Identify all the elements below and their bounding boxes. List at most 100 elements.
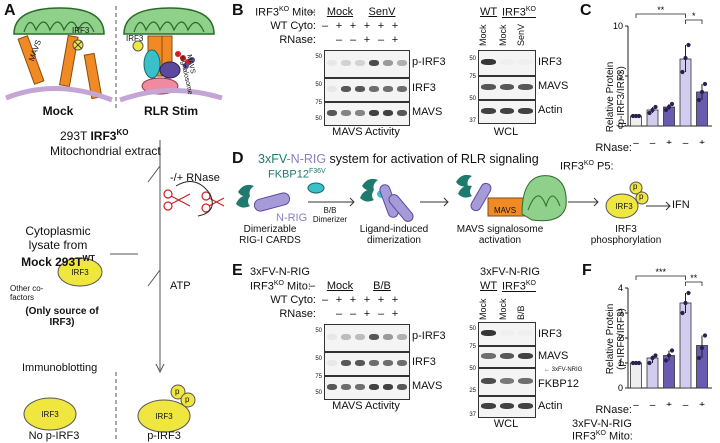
d-p-1: p [633,182,638,191]
b-mito-mock: Mock [326,6,354,18]
irf3-icon [132,40,144,52]
b-blot-irf3 [324,78,410,102]
y-tick-label: 2 [618,333,623,343]
b-wcl-lane: SenV [516,23,526,46]
lane-sign: + [363,294,371,306]
blot-band [481,84,496,90]
sig-label: * [692,11,696,21]
e-row-rnase: RNase: [279,308,316,320]
blot-band [355,60,365,66]
d-mito-icon [521,175,567,222]
lane-sign: + [363,308,371,320]
blot-band [397,384,407,390]
blot-band [341,360,351,366]
e-wcl-label-irf3: IRF3 [538,328,562,340]
d-phospho-icon [635,191,649,205]
dimerizer-icon [307,182,325,194]
b-wcl-label-mavs: MAVS [538,80,569,92]
data-point [650,107,655,113]
e-wcl-lane: B/B [516,305,526,320]
b-wcl-mw: 37 [469,118,476,124]
panel-a-diagram [5,6,225,440]
lane-sign: + [391,294,399,306]
blot-band [369,110,379,116]
blot-band [518,378,533,384]
blot-band [369,334,379,340]
c-mito-label: IRF3KO P5: [560,160,614,173]
sig-label: ** [690,273,698,283]
phospho-p-1: p [175,387,180,396]
e-mw: 50 [315,328,322,334]
e-mito-bb: B/B [373,280,391,292]
x-rnase-label: + [666,138,672,144]
blot-band [355,334,365,340]
other-cofactors-label: Other co-factors [10,284,44,302]
blot-band [341,110,351,116]
data-point [630,360,636,366]
data-point [633,360,639,366]
e-wcl-mw: 25 [469,388,476,394]
e-wcl-construct: 3xFV-N-RIG [480,266,540,278]
d-phospho-icon [629,181,643,195]
mock-mitochondrion-icon [13,7,105,35]
bar [679,302,692,389]
b-mito-senv: SenV [368,6,396,18]
mavs-rod-icon [17,35,45,85]
e-wcl-mw: 37 [469,412,476,418]
data-point [666,353,672,358]
x-rnase-label: – [650,138,656,144]
d-title: 3xFV-N-RIG system for activation of RLR … [258,152,539,166]
lane-sign: – [349,308,357,320]
blot-band [481,330,496,336]
lane-sign: + [377,294,385,306]
lane-sign: + [349,294,357,306]
lane-sign: + [363,20,371,32]
e-blot-label-p-irf3: p-IRF3 [412,330,446,342]
data-point [633,113,639,119]
x-rnase-label: + [699,138,705,144]
b-blot-label-irf3: IRF3 [412,82,436,94]
d-fkbp-label: FKBP12F36V [268,168,326,181]
blot-band [481,353,496,359]
e-wcl-blot-mavs [478,346,536,368]
e-wcl-wt: WT [480,280,498,292]
dimerized-fkbp-icon [360,178,378,202]
irf3-blob-icon [57,257,103,287]
data-point [686,290,691,296]
lane-sign: + [377,20,385,32]
blot-band [518,330,533,336]
b-wcl-caption: WCL [493,126,519,138]
blot-band [518,84,533,90]
no-p-irf3-label: No p-IRF3 [28,430,80,442]
blot-band [355,360,365,366]
blot-band [327,86,337,92]
b-wcl-label-irf3: IRF3 [538,56,562,68]
blot-band [518,108,533,114]
f-rnase-label: RNase: [595,404,632,416]
e-blot-label-mavs: MAVS [412,380,443,392]
data-point [647,110,652,116]
data-point [663,107,669,113]
y-tick-label: 1 [618,358,623,368]
b-mw: 75 [315,100,322,106]
blot-band [369,86,379,92]
b-wcl-blot-mavs [478,76,536,100]
no-p-irf3-icon [23,397,77,431]
e-wcl-caption: WCL [493,418,519,430]
lane-sign: + [363,34,371,46]
blot-band [481,108,496,114]
blot-band [355,110,365,116]
blot-band [341,86,351,92]
panel-b-label: B [232,2,244,19]
blot-band [327,60,337,66]
extract-line1: 293T IRF3KO [60,128,129,143]
b-mw: 50 [315,82,322,88]
e-wcl-label-actin: Actin [538,400,563,412]
blot-band [341,384,351,390]
data-point [702,81,708,87]
blot-band [341,60,351,66]
blot-band [383,384,393,390]
blot-band [518,59,533,65]
